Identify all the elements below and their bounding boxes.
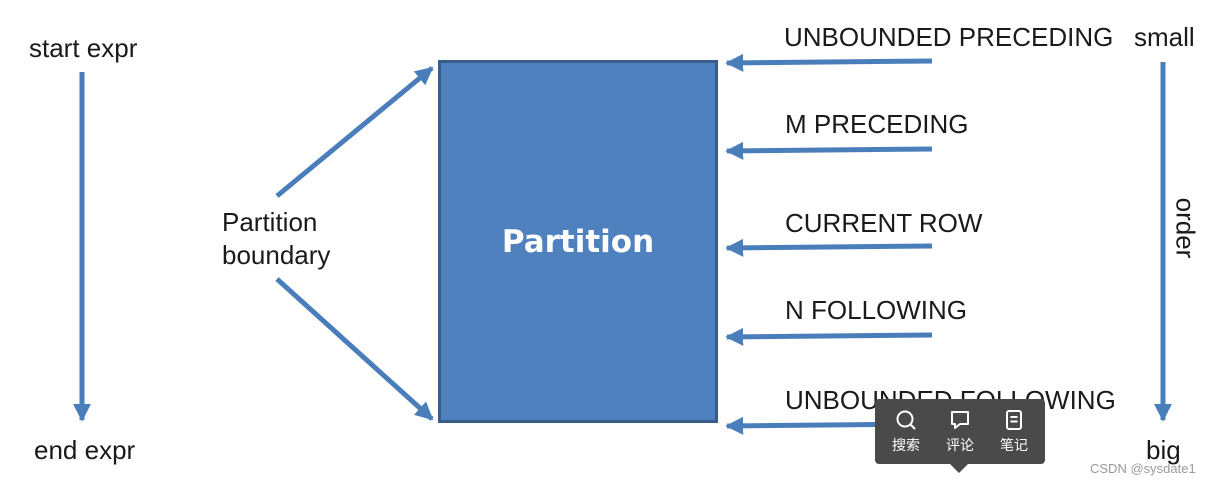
comment-button-label: 评论 [946,437,974,454]
current-row-arrow [725,238,933,257]
partition-boundary-label-line2: boundary [222,240,331,270]
order-big-label: big [1146,435,1181,465]
partition-box: Partition [438,60,718,423]
note-icon [1003,409,1025,431]
start-expr-label: start expr [29,33,138,63]
note-button[interactable]: 笔记 [990,409,1038,455]
m-preceding-label: M PRECEDING [785,109,969,139]
current-row-label: CURRENT ROW [785,208,983,238]
partition-title: Partition [501,223,655,260]
n-following-arrow [725,327,933,346]
order-small-label: small [1134,22,1195,52]
comment-icon [949,409,971,431]
partition-boundary-label-line1: Partition [222,207,318,237]
unbounded-preceding-label: UNBOUNDED PRECEDING [784,22,1114,52]
search-icon [895,409,917,431]
boundary-to-partition-bottom-arrow [275,277,434,421]
boundary-to-partition-top-arrow [275,66,434,198]
search-button[interactable]: 搜索 [882,409,930,455]
watermark: CSDN @sysdate1 [1090,461,1196,476]
floating-toolbar: 搜索 评论 笔记 [875,399,1045,473]
unbounded-preceding-arrow [725,53,933,72]
end-expr-label: end expr [34,435,136,465]
search-button-label: 搜索 [892,437,920,454]
m-preceding-arrow [725,141,933,160]
comment-button[interactable]: 评论 [936,409,984,455]
note-button-label: 笔记 [1000,437,1028,454]
n-following-label: N FOLLOWING [785,295,968,325]
order-label: order [1170,197,1201,259]
